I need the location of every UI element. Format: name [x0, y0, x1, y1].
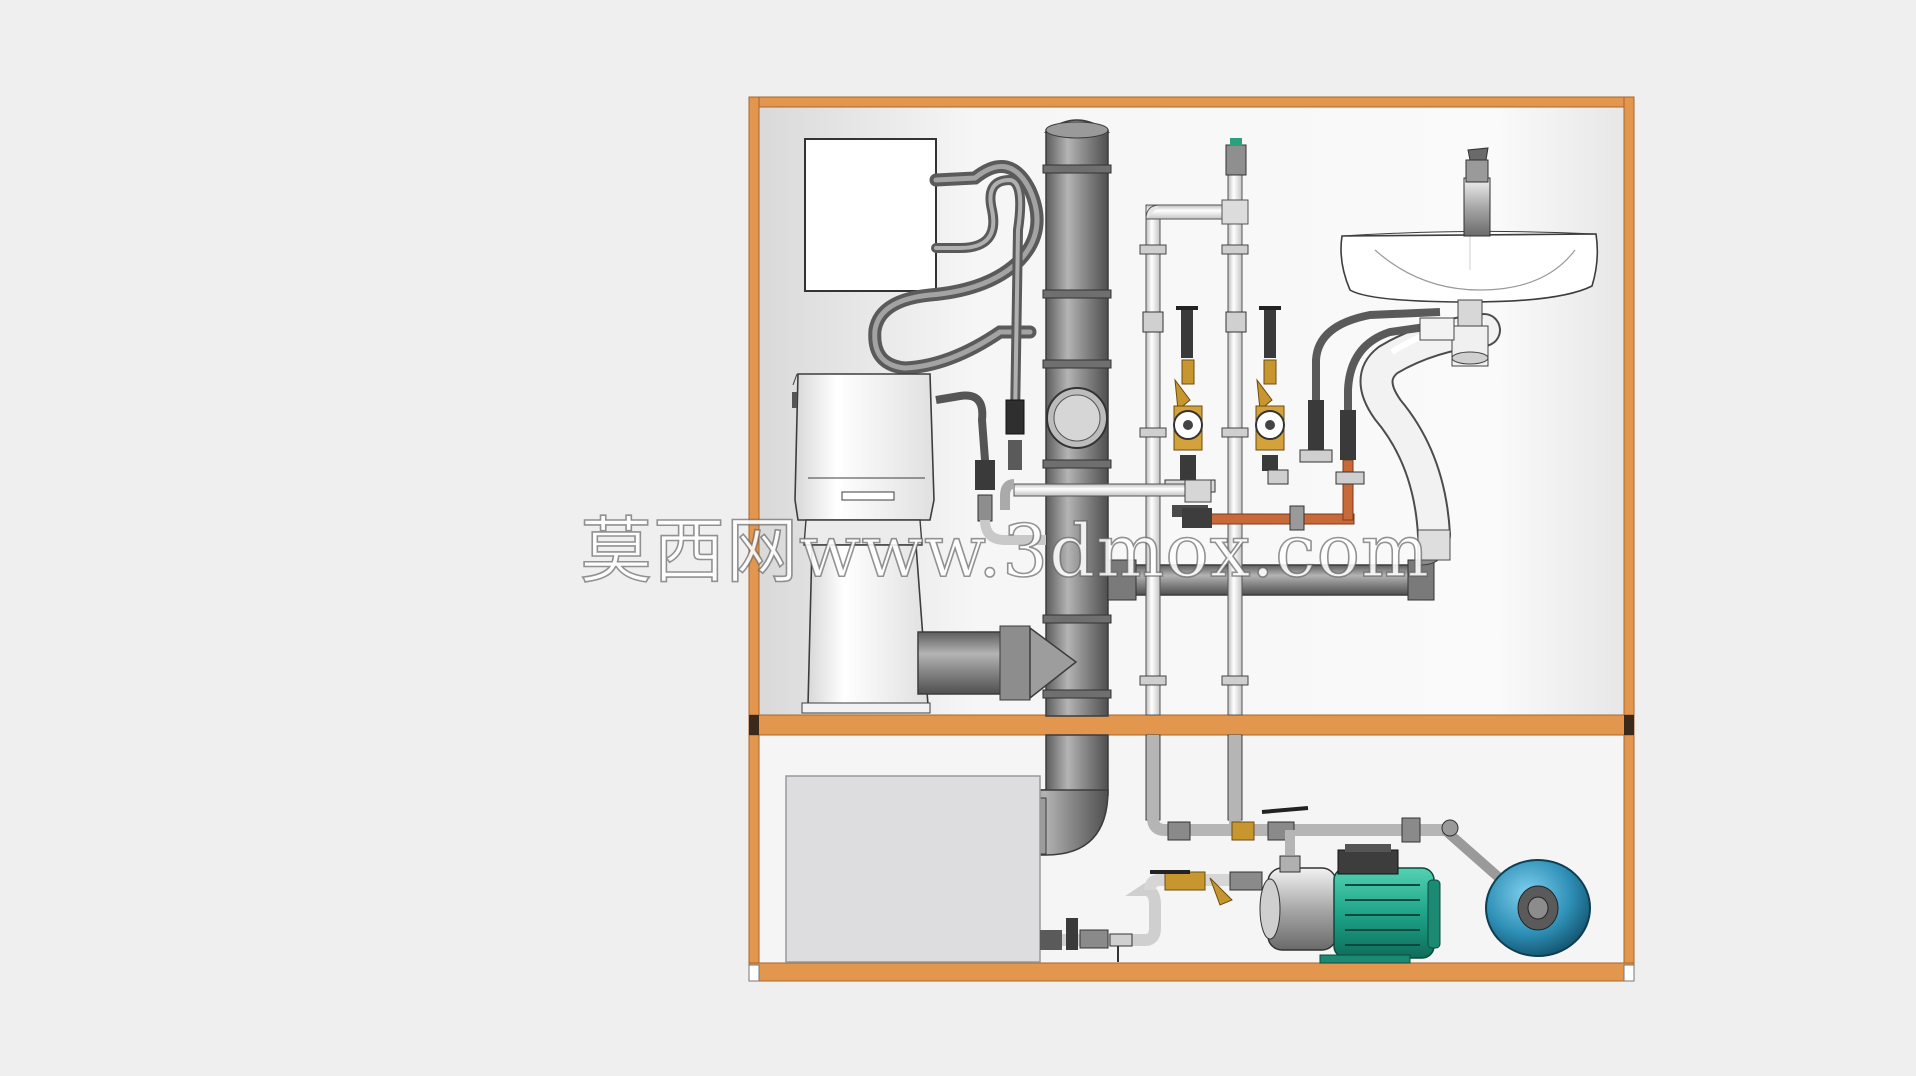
flex-hose-2-hl — [934, 177, 1023, 422]
frame-top-beam — [748, 96, 1635, 108]
air-vent-icon — [1225, 144, 1247, 176]
toilet-icon — [792, 373, 935, 714]
copper-pipe — [1182, 459, 1355, 531]
angle-valve-icon — [1340, 410, 1356, 460]
frame-right-post — [1623, 96, 1635, 982]
flex-hose-group — [868, 160, 1044, 425]
toilet-outlet-pipe — [917, 625, 1078, 701]
frame-mid-bracket-right — [1624, 715, 1634, 735]
booster-pump-icon — [1259, 844, 1441, 964]
cistern-icon — [804, 138, 937, 292]
angle-valve-icon — [975, 460, 995, 490]
sink-hoses — [1299, 308, 1441, 485]
flex-hose-1-hl — [872, 164, 1040, 371]
frame-mid-beam — [748, 714, 1635, 736]
toilet-supply-line — [1000, 479, 1212, 510]
faucet-icon — [1463, 147, 1491, 237]
toilet-supply — [935, 391, 1046, 545]
frame-left-post — [748, 96, 760, 982]
frame-foot-left — [748, 964, 760, 982]
frame-bottom-beam — [748, 962, 1635, 982]
angle-valve-icon — [1308, 400, 1324, 450]
frame-foot-right — [1623, 964, 1635, 982]
frame-mid-bracket-left — [749, 715, 759, 735]
expansion-tank-icon — [1485, 859, 1591, 957]
sink-icon — [1340, 230, 1599, 367]
meter-assembly-right — [1225, 306, 1289, 485]
pump-suction-line — [1040, 870, 1263, 962]
storage-tank-icon — [785, 775, 1041, 963]
